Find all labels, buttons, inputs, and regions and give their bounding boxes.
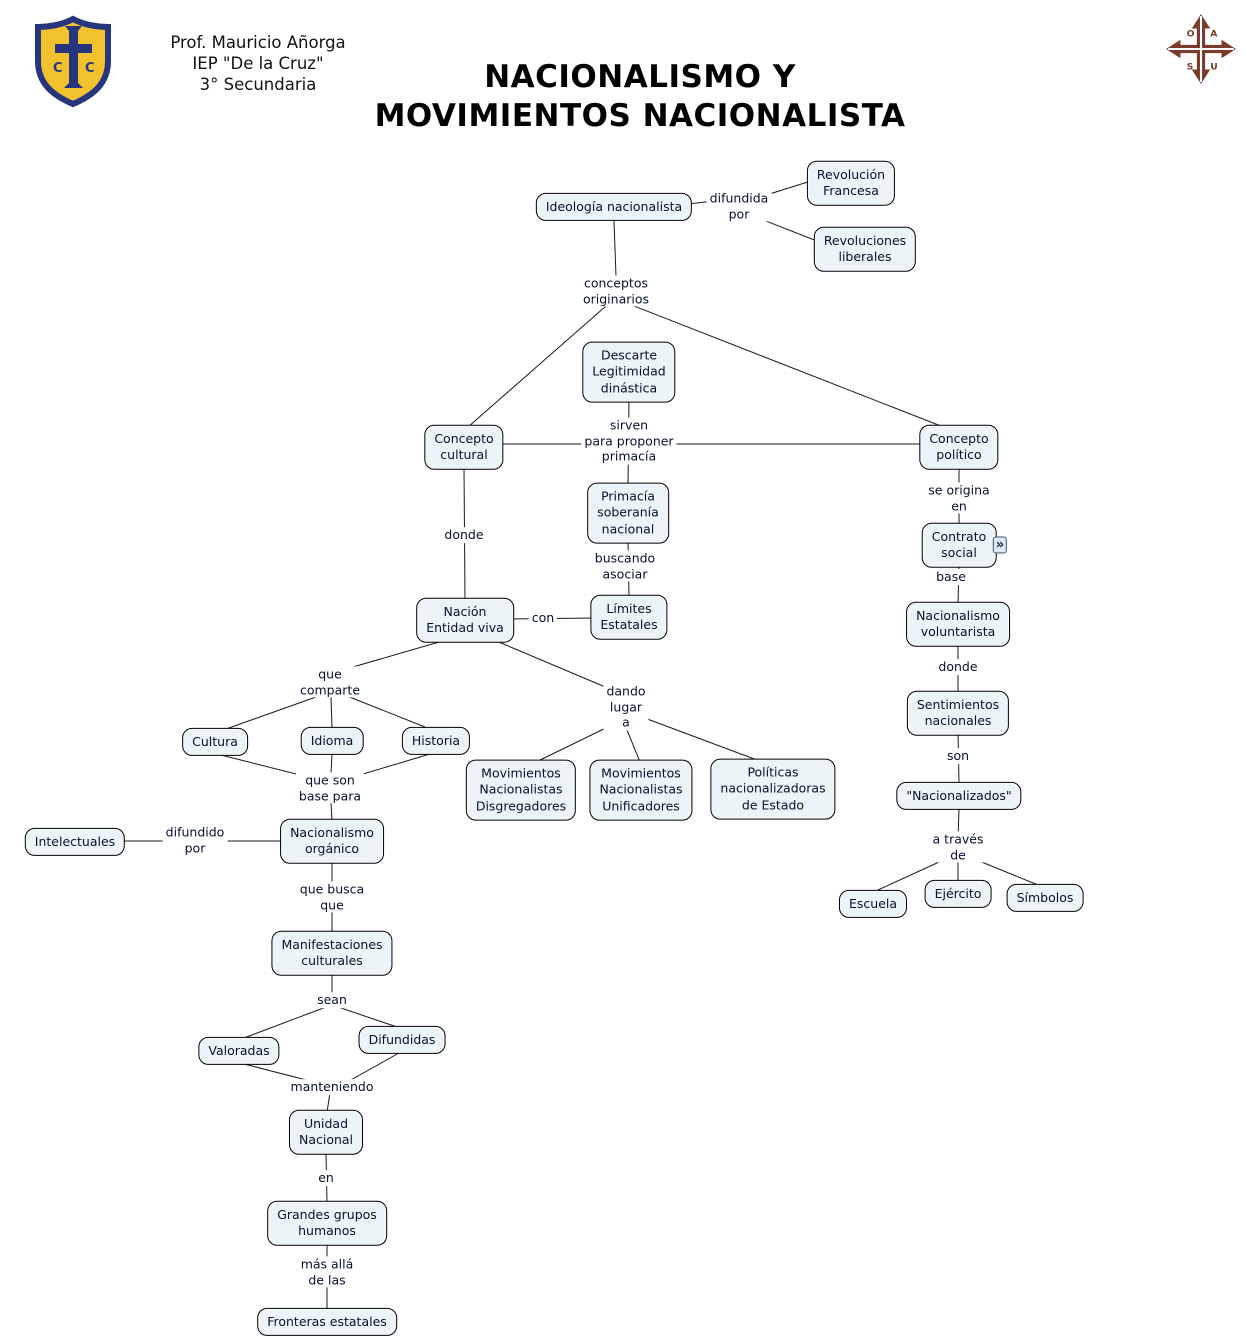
node-intelectuales[interactable]: Intelectuales (24, 827, 126, 857)
cross-letter-bl: S (1187, 62, 1194, 73)
node-movimientos-unificadores[interactable]: Movimientos Nacionalistas Unificadores (589, 759, 693, 821)
page-title: NACIONALISMO Y MOVIMIENTOS NACIONALISTA (290, 58, 990, 136)
node-historia[interactable]: Historia (401, 726, 471, 756)
school-shield-logo: C C (35, 15, 111, 108)
link-a-traves-de: a través de (929, 831, 987, 863)
cross-letter-br: U (1210, 62, 1218, 73)
node-escuela[interactable]: Escuela (838, 889, 908, 919)
link-difundido-por: difundido por (162, 824, 228, 856)
school-name: IEP "De la Cruz" (192, 54, 324, 74)
link-con: con (528, 610, 558, 626)
node-revoluciones-liberales[interactable]: Revoluciones liberales (813, 226, 917, 272)
cross-letter-tr: A (1210, 29, 1218, 40)
node-descarte-legitimidad[interactable]: Descarte Legitimidad dinástica (582, 341, 676, 403)
node-simbolos[interactable]: Símbolos (1006, 883, 1084, 913)
shield-letter-left: C (53, 61, 63, 76)
link-dando-lugar-a: dando lugar a (603, 683, 649, 731)
node-difundidas[interactable]: Difundidas (358, 1025, 446, 1055)
link-donde-cultural: donde (441, 527, 487, 543)
node-ejercito[interactable]: Ejército (924, 879, 992, 909)
link-conceptos-originarios: conceptos originarios (579, 275, 653, 307)
node-cultura[interactable]: Cultura (182, 727, 248, 757)
node-ideologia-nacionalista[interactable]: Ideología nacionalista (535, 192, 693, 222)
link-difundida-por: difundida por (706, 190, 772, 222)
node-idioma[interactable]: Idioma (300, 726, 364, 756)
contrato-social-expand-icon[interactable]: » (992, 536, 1008, 554)
link-base: base (933, 569, 969, 585)
node-manifestaciones-culturales[interactable]: Manifestaciones culturales (271, 930, 393, 976)
node-politicas-nacionalizadoras[interactable]: Políticas nacionalizadoras de Estado (710, 758, 836, 820)
link-buscando-asociar: buscando asociar (591, 550, 659, 582)
node-unidad-nacional[interactable]: Unidad Nacional (288, 1109, 364, 1155)
title-line-2: MOVIMIENTOS NACIONALISTA (374, 97, 906, 134)
link-que-son-base-para: que son base para (295, 772, 365, 804)
link-que-busca-que: que busca que (296, 881, 368, 913)
cross-letter-tl: O (1187, 29, 1195, 40)
node-valoradas[interactable]: Valoradas (198, 1036, 280, 1066)
node-grandes-grupos-humanos[interactable]: Grandes grupos humanos (267, 1200, 387, 1246)
link-manteniendo: manteniendo (287, 1079, 377, 1095)
node-nacion-entidad-viva[interactable]: Nación Entidad viva (416, 597, 514, 643)
node-sentimientos-nacionales[interactable]: Sentimientos nacionales (906, 690, 1010, 736)
node-limites-estatales[interactable]: Límites Estatales (590, 594, 668, 640)
author-block: Prof. Mauricio Añorga IEP "De la Cruz" 3… (138, 32, 378, 95)
node-nacionalismo-voluntarista[interactable]: Nacionalismo voluntarista (906, 601, 1010, 647)
title-line-1: NACIONALISMO Y (484, 59, 796, 95)
node-nacionalizados[interactable]: "Nacionalizados" (896, 781, 1022, 811)
node-concepto-cultural[interactable]: Concepto cultural (424, 424, 504, 470)
node-revolucion-francesa[interactable]: Revolución Francesa (806, 160, 896, 206)
link-se-origina-en: se origina en (925, 482, 993, 514)
node-contrato-social[interactable]: Contrato social (921, 522, 997, 568)
node-movimientos-disgregadores[interactable]: Movimientos Nacionalistas Disgregadores (465, 759, 577, 821)
grade: 3° Secundaria (199, 75, 317, 95)
author-name: Prof. Mauricio Añorga (170, 33, 346, 52)
node-concepto-politico[interactable]: Concepto político (919, 424, 999, 470)
cross-fleury-logo: O A S U (1166, 14, 1236, 84)
link-que-comparte: que comparte (296, 666, 364, 698)
node-primacia-soberania[interactable]: Primacía soberanía nacional (587, 482, 669, 544)
shield-letter-right: C (85, 61, 95, 76)
node-nacionalismo-organico[interactable]: Nacionalismo orgánico (280, 818, 384, 864)
link-mas-alla-de-las: más allá de las (297, 1256, 357, 1288)
link-son: son (943, 748, 973, 764)
link-en: en (315, 1170, 337, 1186)
link-sean: sean (314, 992, 350, 1008)
link-donde-voluntarista: donde (935, 659, 981, 675)
link-sirven-para-proponer: sirven para proponer primacía (581, 417, 677, 465)
node-fronteras-estatales[interactable]: Fronteras estatales (257, 1307, 397, 1337)
